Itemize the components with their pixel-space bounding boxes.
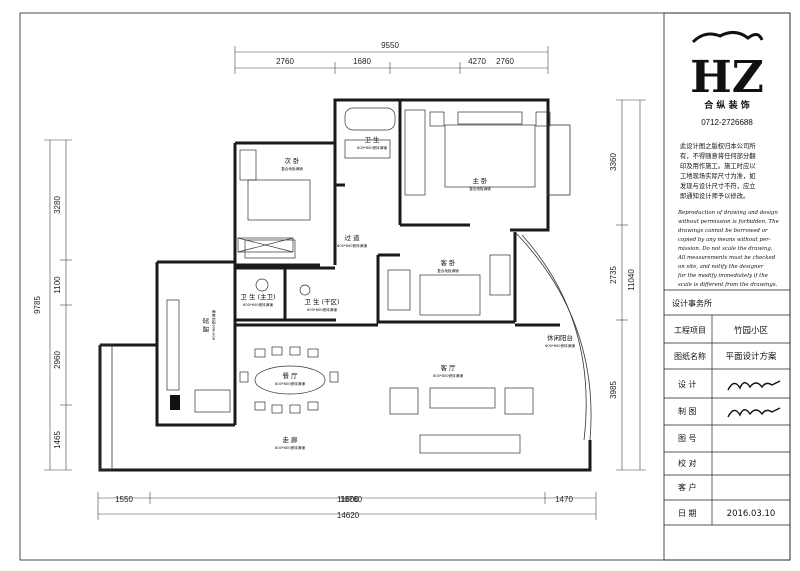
company-name: 合 纵 装 饰 [704,99,749,111]
tb-label-check: 校 对 [678,458,697,468]
floor-hallway: 800*800瓷砖满铺 [275,445,305,450]
dim-left-seg-2: 1100 [53,276,62,294]
notice-en-line: drawings cannot be borrowed or [678,228,768,234]
tb-label-firm: 设计事务所 [672,298,712,308]
bay-window [547,124,571,196]
logo-mark: HZ [690,52,764,103]
tb-label-date: 日 期 [678,509,697,518]
top-dimensions: 9550 2760 1680 4270 2760 [234,41,549,74]
dim-left-seg-3: 2960 [53,351,62,369]
notice-cn-line: 印及用作施工。施工时应以 [680,161,756,170]
room-master-bedroom: 主 卧 [472,176,488,185]
room-bathroom-3: 卫 生 (干区) [304,297,339,306]
dim-top-total: 9550 [381,41,399,50]
left-dimensions: 9785 3280 1100 2960 1465 [33,139,72,471]
furniture [166,107,551,454]
floor-dining: 800*800瓷砖满铺 [275,381,305,386]
title-block-frame [663,12,791,561]
dim-right-seg-2: 2735 [609,266,618,284]
drawing-frame [19,12,791,561]
room-second-bedroom: 次 卧 [284,156,300,165]
dim-right-total: 11040 [627,269,636,291]
dim-left-seg-1: 3280 [53,196,62,214]
drafter-signature [727,407,781,418]
notice-cn-line: 工地现场实际尺寸为准，如 [680,171,756,180]
room-corridor: 过 道 [344,233,360,242]
room-dining: 餐 厅 [282,371,298,380]
dim-right-seg-1: 3360 [609,153,618,171]
right-dimensions: 11040 3360 2735 3985 [609,99,646,471]
notice-cn-line: 此设计图之版权归本公司所 [680,141,756,150]
floor-balcony: 600*600瓷砖满铺 [545,343,575,348]
dim-bottom-seg-2: 11600 [337,495,359,504]
dim-bottom-seg-1: 1550 [115,495,133,504]
tb-value-date: 2016.03.10 [727,509,776,519]
floor-master-bedroom: 复合地板满铺 [469,186,491,191]
floor-corridor: 800*800瓷砖满铺 [337,243,367,248]
notice-en-line: All measurements must be checked [677,255,776,261]
notice-cn-line: 发现与设计尺寸不符，应立 [680,181,756,190]
notice-en-line: copied by any means without per- [678,237,771,243]
tb-value-drawing-name: 平面设计方案 [725,351,777,362]
tb-value-project: 竹园小区 [734,325,769,336]
company-phone: 0712-2726688 [701,118,753,127]
dim-left-total: 9785 [33,296,42,314]
designer-signature [727,380,781,391]
floor-guest-bedroom: 复合地板满铺 [437,268,459,273]
dim-top-seg-3: 4270 [468,57,486,66]
balcony-curve [514,231,592,441]
tb-label-draft: 制 图 [678,406,697,416]
kitchen-window [99,344,113,471]
notice-en-line: Reproduction of drawing and design [677,210,778,216]
bottom-dimensions: 1550 11600 10760 1470 14620 [97,492,597,520]
dim-top-seg-4: 2760 [496,57,514,66]
balcony-curve-inner [521,234,587,441]
tb-label-drawing-no: 图 号 [678,434,697,443]
notice-en-line: for the modify immediately if the [677,273,768,279]
tb-label-design: 设 计 [678,379,697,389]
notice-en-line: scale is different from the drawings. [678,282,778,288]
dim-top-seg-2: 1680 [353,57,371,66]
notice-en-line: mission. Do not scale the drawing. [678,246,773,252]
floor-second-bedroom: 复合地板满铺 [281,166,303,171]
company-logo: HZ [690,31,764,103]
floor-bathroom-2: 600*600瓷砖满铺 [243,302,273,307]
dim-right-seg-3: 3985 [609,381,618,399]
notice-cn: 此设计图之版权归本公司所 有，不得随意将任何部分翻 印及用作施工。施工时应以 工… [680,141,756,200]
dim-top-seg-1: 2760 [276,57,294,66]
notice-cn-line: 有，不得随意将任何部分翻 [680,151,756,160]
floor-living: 800*800瓷砖满铺 [433,373,463,378]
dim-bottom-total: 14620 [337,511,360,520]
dim-bottom-seg-3: 1470 [555,495,573,504]
room-balcony: 休闲阳台 [547,333,573,342]
notice-en-line: without permission is forbidden. The [678,219,779,225]
title-block-table [664,289,790,526]
tb-label-drawing-name: 图纸名称 [674,351,706,361]
floor-bathroom-3: 600*600瓷砖满铺 [307,307,337,312]
notice-en: Reproduction of drawing and design witho… [677,210,779,288]
room-bathroom-2: 卫 生 (主卫) [240,292,275,301]
room-guest-bedroom: 客 卧 [440,258,456,267]
floor-kitchen: 800*800瓷砖满铺 [211,310,216,340]
room-bathroom-1: 卫 生 [364,135,380,144]
floor-bathroom-1: 600*600瓷砖满铺 [357,145,387,150]
dim-bottom-overlay: 10760 [340,495,363,504]
tb-label-client: 客 户 [678,482,697,492]
tb-label-project: 工程项目 [674,326,706,335]
room-hallway: 走 廊 [282,435,298,444]
room-living: 客 厅 [440,363,456,372]
notice-cn-line: 即通知设计师予以修改。 [680,191,749,200]
notice-en-line: on site, and notify the designer [678,264,764,270]
room-kitchen: 厨 房 [201,317,210,332]
dim-left-seg-4: 1465 [53,431,62,449]
